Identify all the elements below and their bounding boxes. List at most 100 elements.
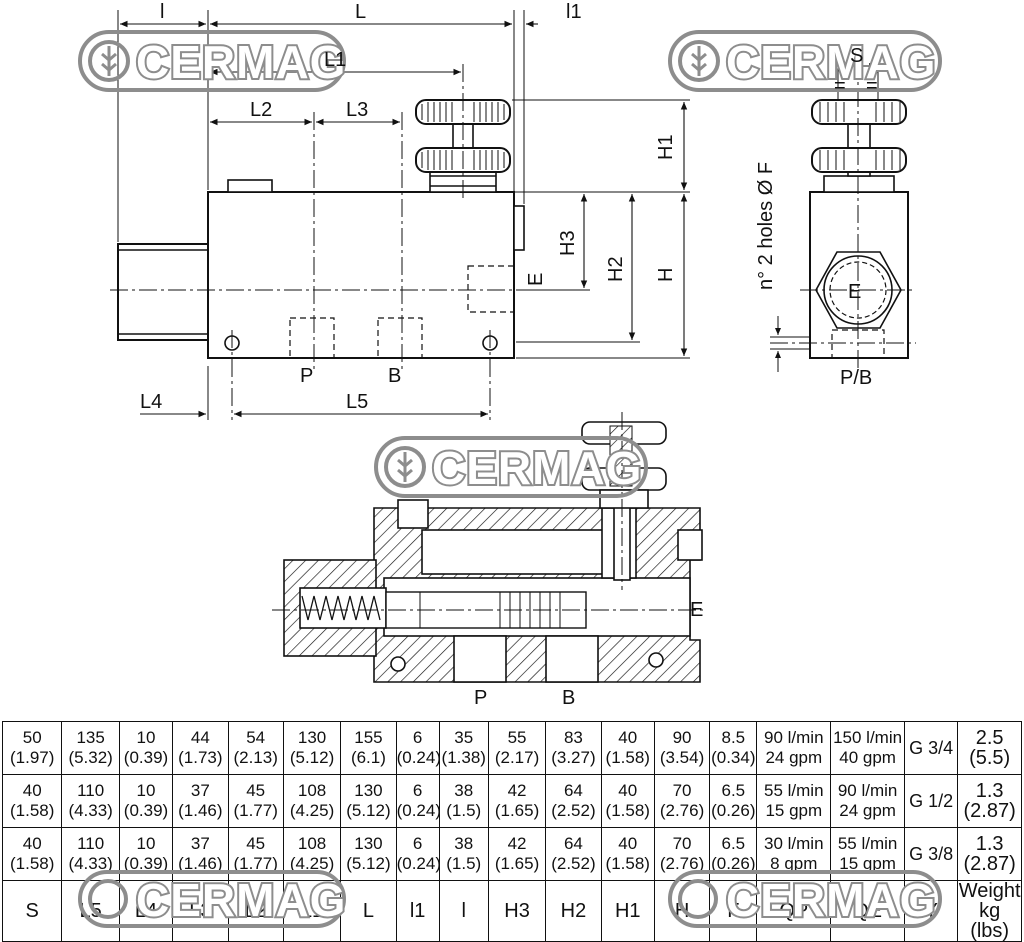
table-cell-text: QE <box>853 900 883 922</box>
watermark-logo-1: CERMAG <box>78 30 347 92</box>
table-cell-text: (0.24) <box>396 854 442 873</box>
table-cell: 6(0.24) <box>395 774 442 828</box>
dim-l: l <box>160 1 164 23</box>
table-row: 40(1.58)110(4.33)10(0.39)37(1.46)45(1.77… <box>1 774 1022 828</box>
table-cell-text: 64 <box>563 834 583 853</box>
table-cell-text: 1.3 <box>975 833 1004 855</box>
table-cell-text: (2.87) <box>963 853 1016 875</box>
table-cell-text: (1.58) <box>10 854 55 873</box>
table-cell-text: (2.17) <box>494 748 540 767</box>
table-cell-text: 55 <box>507 728 527 747</box>
table-cell: 110(4.33) <box>61 827 120 881</box>
table-cell: 135(5.32) <box>61 721 120 775</box>
table-cell-text: (3.27) <box>551 748 596 767</box>
table-cell: G 1/2 <box>903 774 959 828</box>
table-cell: 44(1.73) <box>172 721 229 775</box>
dim-H: H <box>655 268 677 282</box>
table-cell-text: 40 <box>618 728 638 747</box>
table-cell: L5 <box>61 880 120 942</box>
table-cell-text: 24 gpm <box>765 748 823 767</box>
table-cell-text: 40 gpm <box>839 748 896 767</box>
table-cell: 8.5(0.34) <box>709 721 758 775</box>
port-E-front: E <box>525 273 547 286</box>
table-cell-text: 6.5 <box>721 781 746 800</box>
table-cell-text: L <box>362 900 374 922</box>
table-cell-text: (1.73) <box>178 748 223 767</box>
dim-eq-2: = <box>866 75 878 97</box>
table-cell-text: (1.97) <box>10 748 55 767</box>
svg-text:CERMAG: CERMAG <box>726 36 936 88</box>
table-cell-text: (1.58) <box>605 801 650 820</box>
table-cell-text: 110 <box>77 834 105 853</box>
table-cell-text: (1.65) <box>494 801 540 820</box>
table-cell-text: 30 l/min <box>764 834 824 853</box>
dim-eq-1: = <box>834 75 846 97</box>
table-cell-text: kg (lbs) <box>970 900 1010 942</box>
table-cell: H2 <box>545 880 602 942</box>
table-cell: 108(4.25) <box>282 827 342 881</box>
table-cell-text: 55 l/min <box>837 834 898 853</box>
table-cell: 130(5.12) <box>340 827 397 881</box>
table-cell: 1.3(2.87) <box>957 774 1022 828</box>
table-cell-text: 6.5 <box>721 834 746 853</box>
watermark-logo-2: CERMAG <box>668 30 942 92</box>
table-cell: 10(0.39) <box>118 721 174 775</box>
table-cell: 130(5.12) <box>282 721 342 775</box>
table-cell: 37(1.46) <box>172 827 229 881</box>
watermark-group: CERMAG CERMAG CERMAG <box>78 30 942 498</box>
table-cell: H3 <box>487 880 547 942</box>
table-cell-text: G 3/8 <box>909 844 954 864</box>
table-cell: l1 <box>395 880 440 942</box>
table-cell-text: 110 <box>77 781 105 800</box>
table-cell-text: QP <box>779 900 809 922</box>
dim-l1: l1 <box>566 1 582 23</box>
svg-text:CERMAG: CERMAG <box>136 36 346 88</box>
table-cell-text: 150 l/min <box>833 728 903 747</box>
table-cell-text: (1.46) <box>178 854 223 873</box>
dim-L4: L4 <box>140 391 162 413</box>
table-cell-text: 6 <box>412 728 423 747</box>
dim-H1: H1 <box>655 134 677 160</box>
table-cell-text: 90 <box>672 728 692 747</box>
table-cell-text: 8 gpm <box>770 854 818 873</box>
table-cell-text: 155 <box>354 728 383 747</box>
table-cell: 35(1.38) <box>438 721 489 775</box>
table-cell: L3 <box>172 880 229 942</box>
table-cell: 37(1.46) <box>172 774 229 828</box>
table-cell: S <box>1 880 63 942</box>
table-cell-text: (1.58) <box>605 854 650 873</box>
port-B-front: B <box>388 365 401 387</box>
table-cell-text: (4.25) <box>289 801 335 820</box>
table-cell-text: (1.5) <box>446 801 482 820</box>
table-cell: 1.3(2.87) <box>957 827 1022 881</box>
table-cell-text: 42 <box>507 834 527 853</box>
table-cell-text: 108 <box>297 834 327 853</box>
port-E-section: E <box>690 599 703 621</box>
table-cell-text: (2.76) <box>659 854 705 873</box>
table-cell-text: 1.3 <box>975 780 1004 802</box>
table-cell-text: Y <box>924 900 938 922</box>
table-cell: 40(1.58) <box>600 774 655 828</box>
table-cell: 42(1.65) <box>487 774 547 828</box>
table-cell: H <box>653 880 711 942</box>
table-cell-text: (0.24) <box>396 801 442 820</box>
table-cell: 6(0.24) <box>395 721 441 775</box>
port-PB-side: P/B <box>840 367 872 389</box>
table-cell-text: (5.32) <box>68 748 113 767</box>
table-cell: 38(1.5) <box>438 774 489 828</box>
table-cell-text: (0.26) <box>711 801 756 820</box>
table-cell-text: (0.34) <box>711 748 756 767</box>
table-cell-text: 10 <box>136 781 156 800</box>
table-cell-text: 135 <box>76 728 105 747</box>
table-cell-text: L5 <box>79 900 102 922</box>
table-cell: 64(2.52) <box>545 774 602 828</box>
dim-H3: H3 <box>557 230 579 256</box>
table-cell-text: (2.52) <box>551 854 596 873</box>
table-cell-text: 50 <box>22 728 42 747</box>
table-cell-text: (2.13) <box>233 748 278 767</box>
table-cell: 40(1.58) <box>1 827 63 881</box>
table-cell-text: (5.5) <box>969 747 1011 769</box>
table-cell: 130(5.12) <box>340 774 397 828</box>
table-cell: l <box>438 880 489 942</box>
